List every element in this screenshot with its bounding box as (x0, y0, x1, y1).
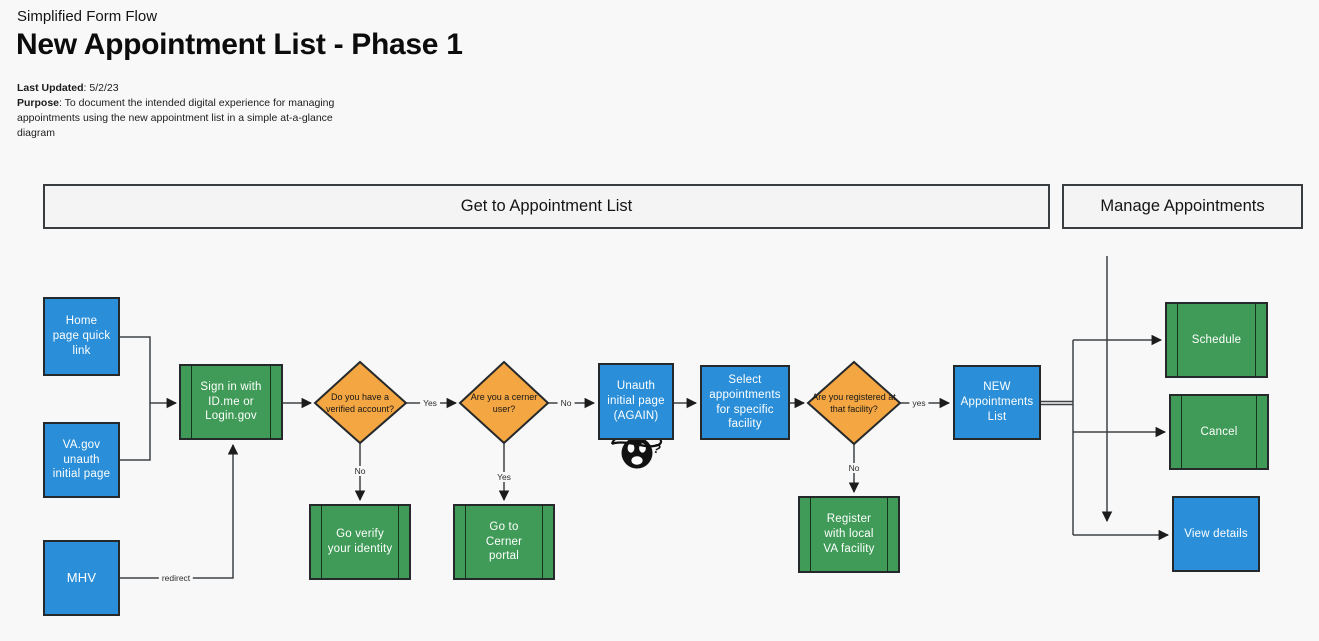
node-register-with-local-va-facility: Register with local VA facility (798, 496, 900, 573)
page-title: New Appointment List - Phase 1 (16, 28, 463, 61)
node-go-to-cerner-portal: Go to Cerner portal (453, 504, 555, 580)
node-label: Unauth initial page (AGAIN) (607, 380, 665, 422)
node-new-appointments-list: NEW Appointments List (953, 365, 1041, 440)
edge-vagov-to-signin (120, 403, 151, 461)
edge-label-cerner-no: No (557, 398, 575, 408)
node-schedule: Schedule (1165, 302, 1268, 378)
edge-home-to-signin (120, 336, 178, 409)
node-label: Sign in with ID.me or Login.gov (200, 380, 262, 423)
edge-label-verified-no: No (351, 466, 369, 476)
diagram-kicker: Simplified Form Flow (17, 8, 158, 25)
node-select-appointments-facility: Select appointments for specific facilit… (700, 365, 790, 440)
last-updated-label: Last Updated (17, 82, 84, 94)
node-view-details: View details (1172, 496, 1260, 572)
purpose-label: Purpose (17, 97, 60, 109)
node-label: NEW Appointments List (960, 381, 1034, 423)
decision-label-verified-account: Do you have a verified account? (325, 391, 395, 414)
node-label: Go to Cerner portal (485, 520, 523, 563)
node-label: MHV (66, 569, 97, 585)
edge-label-mhv-redirect: redirect (158, 573, 194, 583)
section-manage-appointments: Manage Appointments (1062, 184, 1303, 229)
node-mhv: MHV (43, 540, 120, 616)
node-vagov-unauth-initial-page: VA.gov unauth initial page (43, 422, 120, 498)
node-sign-in-idme-logingov: Sign in with ID.me or Login.gov (179, 364, 283, 440)
purpose: Purpose: To document the intended digita… (17, 96, 362, 142)
purpose-text: : To document the intended digital exper… (17, 97, 335, 140)
node-cancel: Cancel (1169, 394, 1269, 470)
svg-text:?: ? (651, 440, 662, 456)
node-label: Register with local VA facility (823, 513, 875, 555)
node-home-page-quick-link: Home page quick link (43, 297, 120, 376)
node-label: Go verify your identity (327, 528, 393, 555)
edge-mhv-redirect (120, 443, 239, 579)
decision-registered-facility (806, 360, 902, 446)
node-label: Home page quick link (52, 315, 111, 357)
node-unauth-initial-page-again: Unauth initial page (AGAIN) (598, 363, 674, 440)
decision-label-registered-facility: Are you registered at that facility? (812, 391, 896, 414)
node-label: Select appointments for specific facilit… (709, 373, 781, 431)
node-go-verify-identity: Go verify your identity (309, 504, 411, 580)
node-label: Cancel (1200, 425, 1238, 438)
edge-label-registered-no: No (845, 463, 863, 473)
node-label: Schedule (1191, 333, 1242, 346)
decision-label-cerner-user: Are you a cerner user? (470, 391, 538, 414)
last-updated: Last Updated: 5/2/23 (17, 81, 119, 96)
section-get-to-appointment-list: Get to Appointment List (43, 184, 1050, 229)
node-label: View details (1184, 527, 1248, 540)
edge-label-registered-yes: yes (909, 398, 929, 408)
decision-cerner-user (458, 360, 550, 445)
edge-label-verified-yes: Yes (420, 398, 440, 408)
decision-verified-account (313, 360, 408, 445)
node-label: VA.gov unauth initial page (52, 438, 111, 481)
edge-label-cerner-yes: Yes (494, 472, 514, 482)
last-updated-value: : 5/2/23 (83, 82, 119, 94)
